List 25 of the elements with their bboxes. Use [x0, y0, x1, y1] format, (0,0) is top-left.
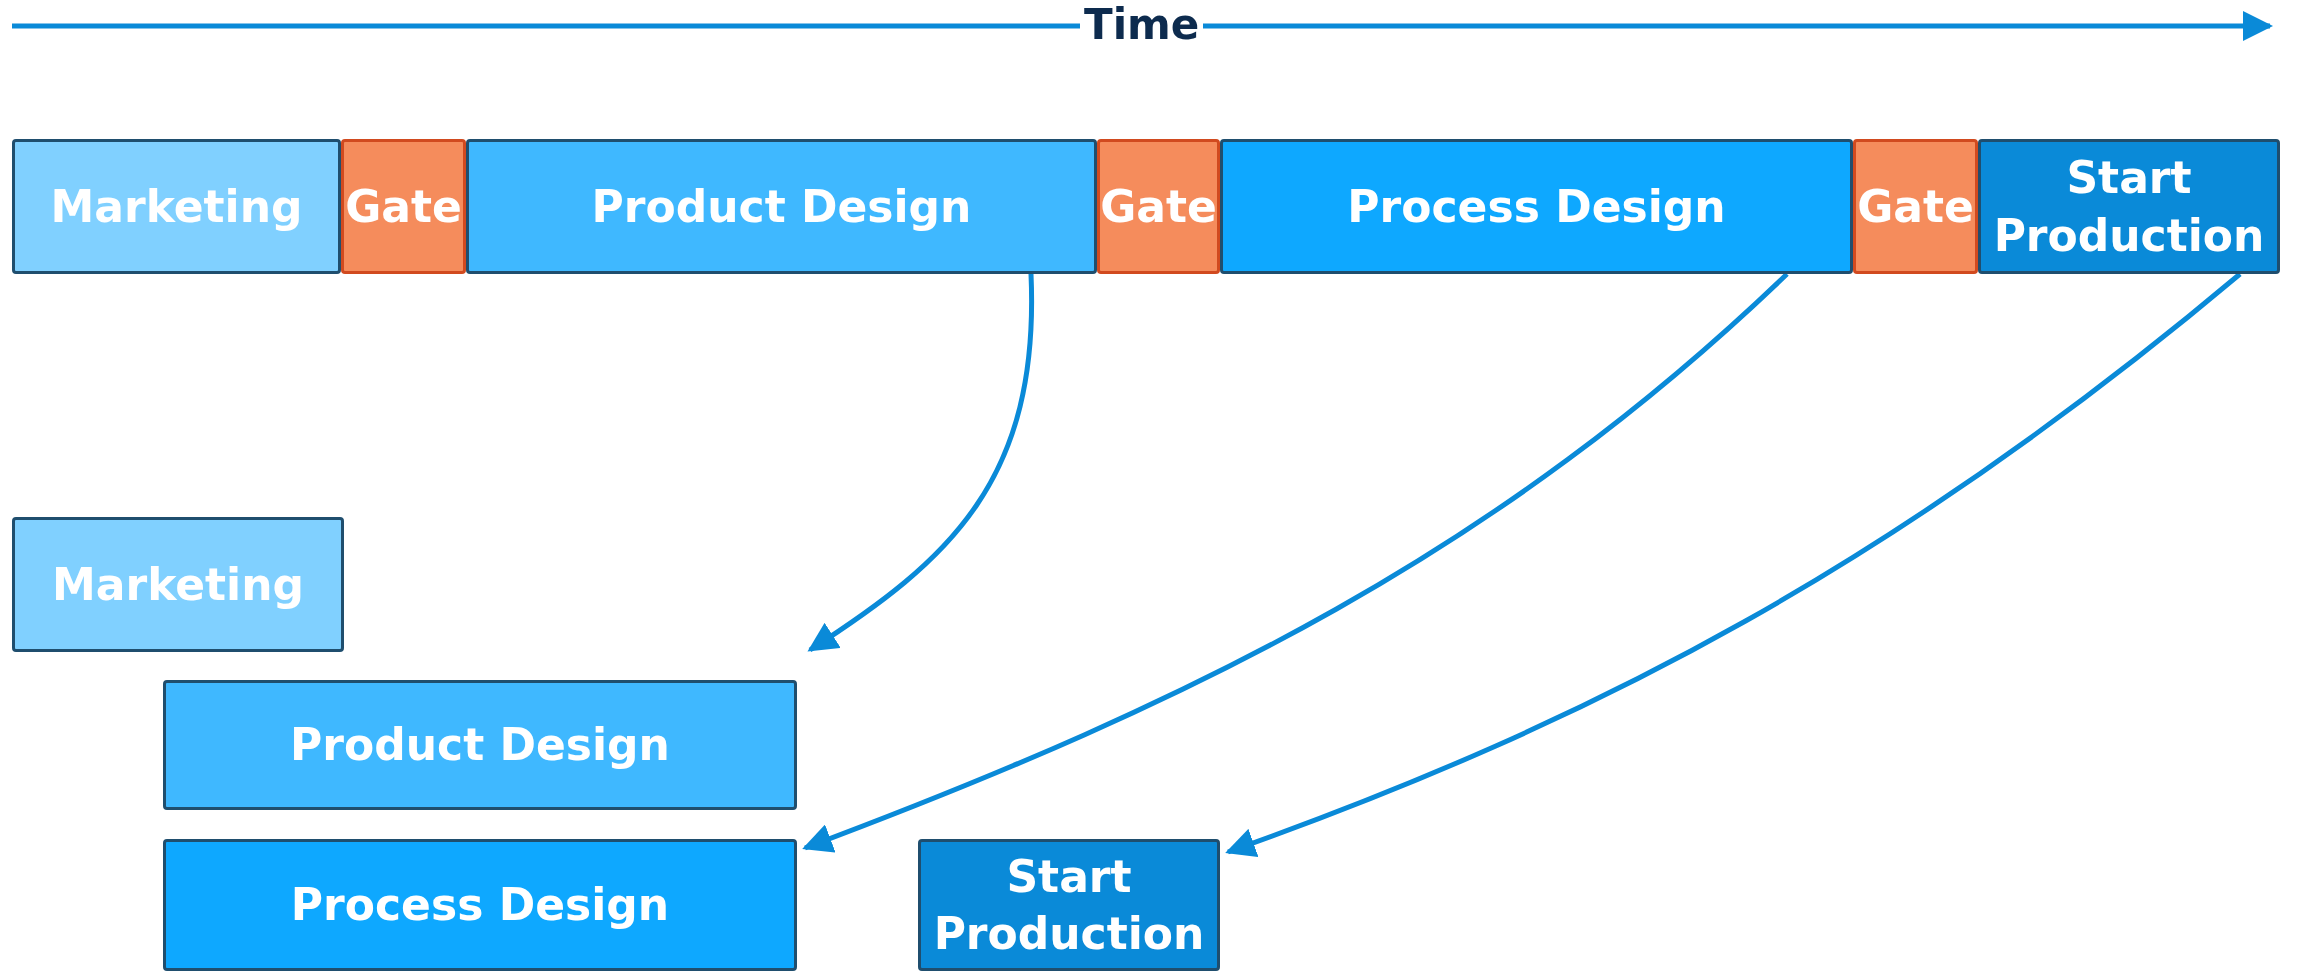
start-production-box: [918, 839, 1220, 971]
start-production-box: [1978, 139, 2280, 274]
box-label: Start Production: [1992, 151, 2266, 263]
box-label: Marketing: [50, 557, 305, 612]
gate-box: [1853, 139, 1978, 274]
box-label: Gate: [344, 179, 463, 234]
process-design-box: [1220, 139, 1853, 274]
box-label: Gate: [1856, 179, 1975, 234]
arrow: [807, 274, 1034, 653]
box-label: Start Production: [932, 849, 1206, 961]
product-design-box: [163, 680, 797, 810]
marketing-box: [12, 517, 344, 652]
box-label: Gate: [1099, 179, 1218, 234]
box-label: Marketing: [49, 179, 304, 234]
box-label: Product Design: [590, 179, 973, 234]
gate-box: [341, 139, 466, 274]
box-label: Process Design: [1346, 179, 1727, 234]
box-label: Process Design: [289, 878, 671, 933]
box-label: Product Design: [289, 718, 671, 773]
product-design-box: [466, 139, 1097, 274]
arrow: [1225, 272, 2242, 857]
arrow: [802, 272, 1789, 853]
gate-box: [1097, 139, 1220, 274]
process-design-box: [163, 839, 797, 971]
marketing-box: [12, 139, 341, 274]
